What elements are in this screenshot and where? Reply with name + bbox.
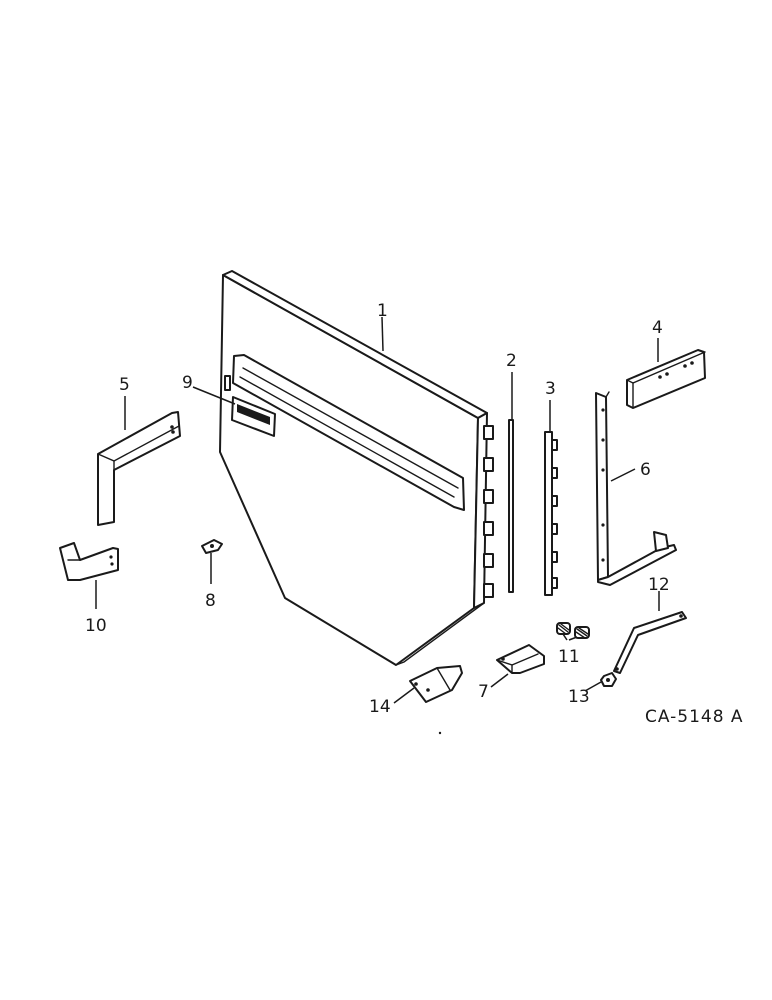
callout-5: 5 [119,375,130,395]
hinge-plate [409,665,463,703]
callout-11: 11 [558,647,580,667]
callout-labels: 1 2 3 4 5 6 7 8 9 10 11 12 13 14 [85,301,670,717]
curved-arm [613,611,687,674]
decal-nameplate [231,396,276,437]
springs [556,622,590,639]
nut [600,672,617,687]
hinge-rod [508,419,514,593]
callout-7: 7 [478,682,489,702]
callout-9: 9 [182,373,193,393]
callout-4: 4 [652,318,663,338]
leader-lines [95,316,660,735]
hinge-strip [544,431,558,596]
striker-bracket [496,644,545,674]
callout-1: 1 [377,301,388,321]
bent-bracket [59,542,119,581]
callout-10: 10 [85,616,107,636]
callout-6: 6 [640,460,651,480]
l-frame [595,391,677,586]
door-panel [219,270,494,666]
upper-bracket [626,349,706,409]
latch-clip [201,539,223,554]
callout-2: 2 [506,351,517,371]
hinge-knuckles [483,425,494,598]
left-l-bracket [97,411,181,526]
callout-8: 8 [205,591,216,611]
callout-14: 14 [369,697,391,717]
figure-code: CA-5148 A [645,707,744,727]
callout-13: 13 [568,687,590,707]
callout-3: 3 [545,379,556,399]
callout-12: 12 [648,575,670,595]
